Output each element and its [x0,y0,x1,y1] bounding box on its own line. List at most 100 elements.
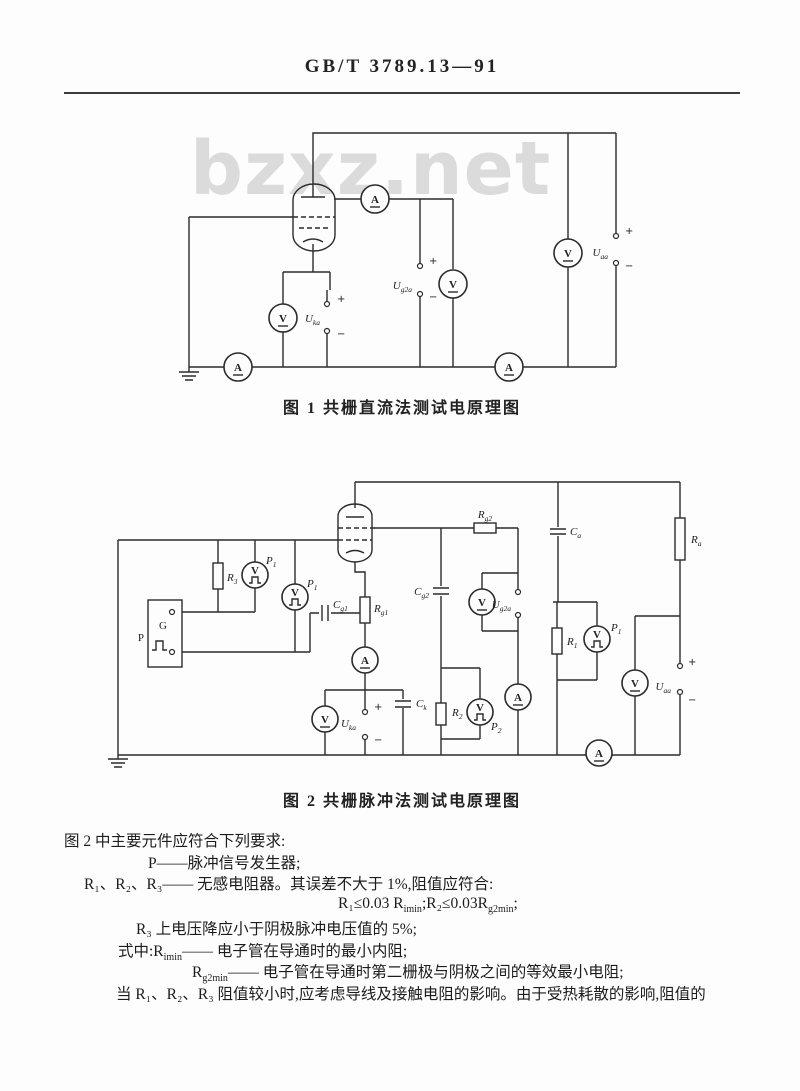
capacitor-ck [395,700,411,708]
label-g: G [159,620,167,632]
pulse-voltmeter: V [466,698,494,726]
terminal [361,708,369,716]
pulse-voltmeter: V [241,561,269,589]
label-cg1: Cg1 [333,599,348,613]
vacuum-tube [337,503,373,563]
label-u-aa: Uaa [656,681,672,695]
label-ck: Ck [416,698,427,712]
figure1-circuit: A A A V V V [179,132,633,382]
terminal [612,232,620,240]
notes-pulse-generator: P——脉冲信号发生器; [148,855,301,872]
formula-part: R₁≤0.03 R [338,895,404,912]
def-part: —— 电子管在导通时的最小内阻; [182,943,408,960]
resistor-r1 [551,627,563,655]
svg-text:V: V [279,313,287,325]
plus-sign: + [374,702,382,713]
label-r3: R3 [226,572,238,586]
terminal [514,611,522,619]
figure1-caption: 图 1 共栅直流法测试电原理图 [282,400,521,417]
svg-text:A: A [371,194,379,206]
label-u-g2a: Ug2a [393,280,412,294]
vacuum-tube [292,183,336,252]
svg-text:A: A [595,748,603,760]
header-divider [64,92,740,94]
terminal [168,608,176,616]
terminal [612,259,620,267]
svg-text:A: A [505,362,513,374]
terminal [676,662,684,670]
minus-sign: − [688,695,696,706]
plus-sign: + [688,657,696,668]
voltmeter: V [311,705,339,733]
terminal [416,290,424,298]
plus-sign: + [625,226,633,237]
svg-text:V: V [631,678,639,690]
terminal [168,648,176,656]
wire-network [117,481,681,756]
document-number: GB/T 3789.13—91 [304,56,500,77]
notes-intro: 图 2 中主要元件应符合下列要求: [64,833,286,850]
def-subscript: imin [163,952,182,964]
notes-rimin-def: 式中:Rimin—— 电子管在导通时的最小内阻; [118,939,407,963]
def-part: 式中:R [118,943,164,960]
notes-small-resistance: 当 R₁、R₂、R₃ 阻值较小时,应考虑导线及接触电阻的影响。由于受热耗散的影响… [116,986,706,1003]
voltmeter: V [621,669,649,697]
label-u-ka: Uka [341,718,356,732]
ground-symbol [108,755,128,768]
svg-text:V: V [476,702,484,714]
ground-symbol [179,367,199,381]
label-r1: R1 [566,636,577,650]
ammeter: A [585,739,613,767]
pulse-voltmeter: V [583,625,611,653]
pulse-voltmeter: V [281,583,309,611]
label-p1: P1 [610,622,621,636]
label-p1: P1 [265,555,276,569]
capacitor-cg2 [433,587,449,595]
resistor-rg2 [473,522,497,534]
ammeter: A [494,352,524,382]
plus-sign: + [337,294,345,305]
label-u-ka: Uka [305,313,320,327]
svg-text:V: V [321,714,329,726]
minus-sign: − [625,261,633,272]
notes-rg2min-def: Rg2min—— 电子管在导通时第二栅极与阴极之间的等效最小电阻; [192,960,624,984]
label-p2: P2 [490,721,502,735]
formula-part: ;R₂≤0.03R [421,895,488,912]
label-p: P [138,632,144,644]
plus-sign: + [429,256,437,267]
capacitor-cg1 [321,605,329,621]
resistor-ra [674,517,686,561]
label-ra: Ra [690,534,702,548]
formula-part: ; [513,895,518,912]
minus-sign: − [337,329,345,340]
resistor-r3 [212,562,224,590]
minus-sign: − [429,292,437,303]
label-u-aa: Uaa [593,247,609,261]
pulse-generator-box: P G [138,599,183,668]
svg-text:A: A [234,362,242,374]
ammeter: A [351,646,379,674]
def-part: —— 电子管在导通时第二栅极与阴极之间的等效最小电阻; [227,964,624,981]
label-rg1: Rg1 [373,603,388,617]
formula-subscript: imin [403,904,422,916]
label-p1: P1 [306,578,317,592]
terminal [514,588,522,596]
notes-r3-drop: R₃ 上电压降应小于阴极脉冲电压值的 5%; [136,921,417,938]
ammeter: A [223,352,253,382]
label-r2: R2 [451,707,463,721]
terminal [416,262,424,270]
label-ca: Ca [570,526,581,540]
voltmeter: V [553,238,583,268]
terminal [323,327,331,335]
notes-formula: R₁≤0.03 Rimin;R₂≤0.03Rg2min; [338,895,518,915]
pulse-icon [152,640,167,651]
terminal [676,688,684,696]
capacitor-ca [550,528,566,535]
voltmeter: V [468,588,496,616]
svg-text:A: A [361,655,369,667]
svg-text:V: V [251,565,259,577]
def-subscript: g2min [202,973,228,985]
svg-text:A: A [514,692,522,704]
svg-text:V: V [291,587,299,599]
